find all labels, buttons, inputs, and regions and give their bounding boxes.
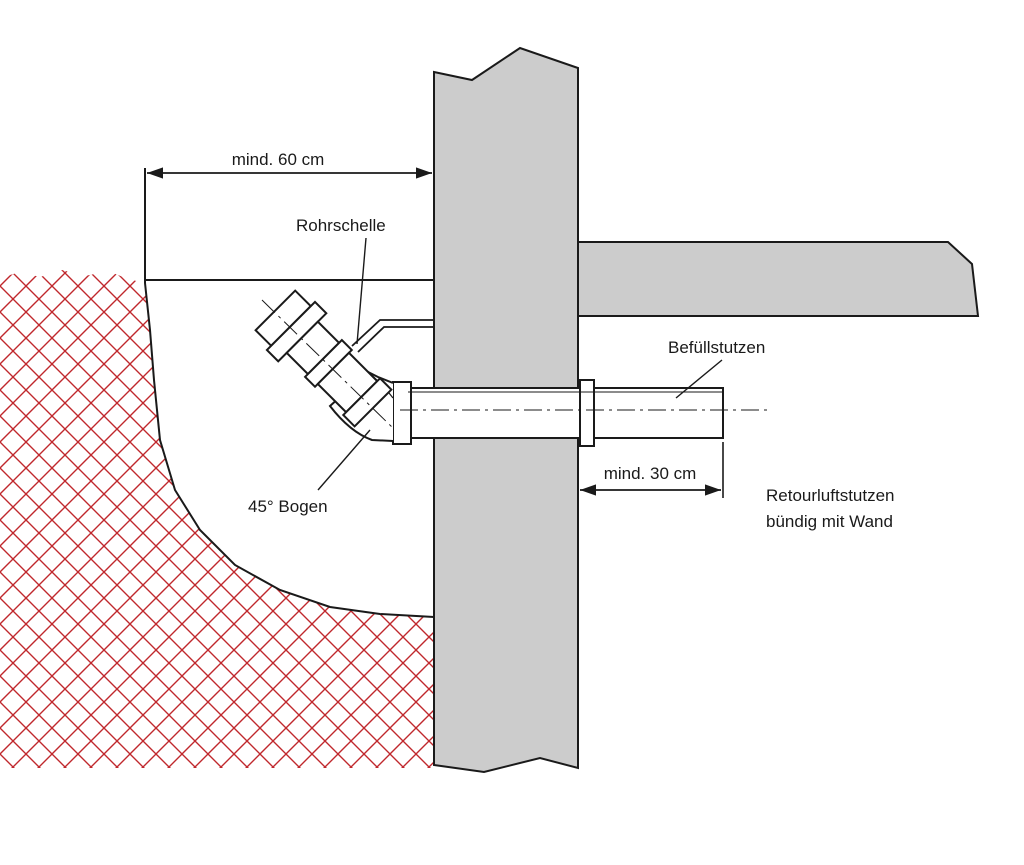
- angled-fitting: [254, 289, 393, 428]
- soil-hatch: [0, 270, 434, 768]
- leader-rohrschelle: [356, 237, 367, 345]
- label-bogen: 45° Bogen: [248, 497, 328, 516]
- pit-outline: [144, 168, 435, 618]
- leader-bogen: [317, 429, 371, 491]
- label-rohrschelle: Rohrschelle: [296, 216, 386, 235]
- leader-befuellstutzen: [675, 359, 723, 399]
- dim-60-label: mind. 60 cm: [232, 150, 325, 169]
- label-retour-line2: bündig mit Wand: [766, 512, 893, 531]
- filling-pipe: [392, 379, 724, 447]
- pipe-bracket: [351, 319, 434, 353]
- label-befuellstutzen: Befüllstutzen: [668, 338, 765, 357]
- dim-30-label: mind. 30 cm: [604, 464, 697, 483]
- label-retour-line1: Retourluftstutzen: [766, 486, 895, 505]
- floor-slab: [577, 241, 980, 317]
